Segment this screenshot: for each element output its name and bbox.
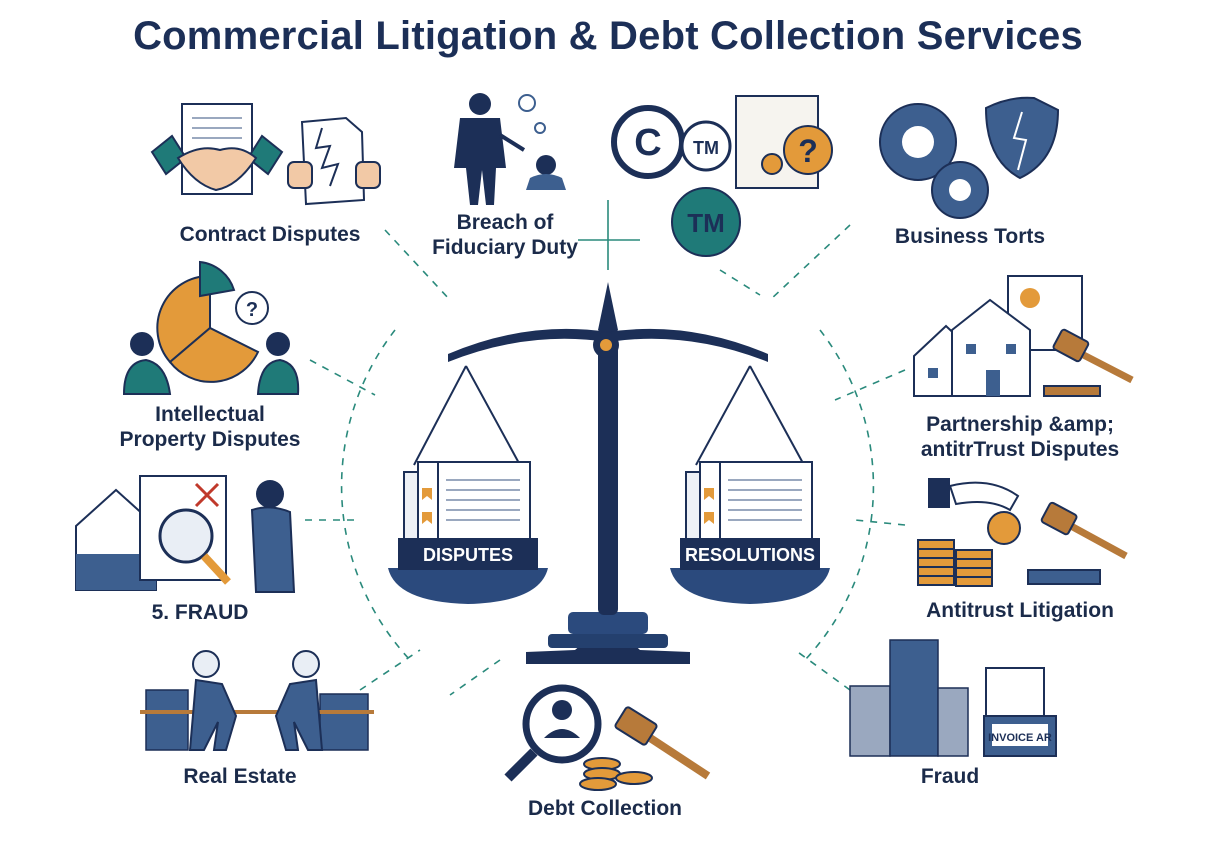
tug-of-war-icon	[140, 650, 374, 751]
fraud-text: Fraud	[920, 765, 980, 788]
handshake-icon	[150, 103, 284, 195]
invoice-text: INVOICE AR	[988, 732, 1052, 744]
houses-gavel-icon	[913, 275, 1134, 397]
disputes-pan-label: DISPUTES	[423, 545, 513, 565]
resolutions-pan-label: RESOLUTIONS	[685, 545, 815, 565]
ip-line1: Intellectual	[155, 403, 265, 426]
business-torts-text: Business Torts	[894, 225, 1046, 248]
fiduciary-line1: Breach of	[456, 211, 554, 234]
connector-dashes	[305, 224, 906, 696]
house-magnifier-icon	[75, 475, 296, 593]
right-pan-band	[680, 538, 820, 570]
real-estate-text: Real Estate	[183, 765, 297, 788]
question-small-text: ?	[246, 299, 258, 321]
ip-disputes-label: Intellectual Property Disputes	[100, 402, 320, 452]
antitrust-litigation-label: Antitrust Litigation	[910, 598, 1130, 623]
crosshair	[578, 200, 640, 270]
ip-line2: Property Disputes	[119, 428, 301, 451]
debt-collection-label: Debt Collection	[500, 796, 710, 821]
torn-contract-icon	[287, 116, 381, 206]
partnership-line1: Partnership &amp;	[926, 413, 1114, 436]
contract-disputes-text: Contract Disputes	[179, 223, 361, 246]
antitrust-litigation-text: Antitrust Litigation	[926, 599, 1114, 622]
fraud-numbered-text: 5. FRAUD	[151, 601, 249, 624]
debt-collection-text: Debt Collection	[527, 797, 682, 820]
fiduciary-duty-label: Breach of Fiduciary Duty	[430, 210, 580, 260]
trademark-b-text: TM	[687, 208, 725, 238]
scales-of-justice-icon: DISPUTES RESOLUTIONS	[388, 282, 830, 664]
magnifier-coins-gavel-icon	[504, 684, 711, 791]
fraud-numbered-label: 5. FRAUD	[130, 600, 270, 625]
page-title: Commercial Litigation & Debt Collection …	[133, 14, 1083, 58]
businessman-icon	[454, 93, 566, 205]
fiduciary-line2: Fiduciary Duty	[432, 236, 578, 259]
fraud-label: Fraud	[890, 764, 1010, 789]
contract-disputes-label: Contract Disputes	[170, 222, 370, 247]
trademark-a-text: TM	[693, 138, 719, 158]
partnership-line2: antitrTrust Disputes	[920, 438, 1120, 461]
question-mark-text: ?	[798, 133, 818, 169]
partnership-disputes-label: Partnership &amp; antitrTrust Disputes	[900, 412, 1140, 462]
coins-gavel-icon	[917, 478, 1128, 587]
pie-chart-people-icon: ?	[122, 260, 300, 395]
copyright-c-text: C	[634, 122, 661, 164]
left-pan-band	[398, 538, 538, 570]
buildings-invoice-icon: INVOICE AR	[849, 639, 1057, 757]
business-torts-label: Business Torts	[880, 224, 1060, 249]
real-estate-label: Real Estate	[160, 764, 320, 789]
gears-shield-icon	[879, 96, 1060, 219]
copyright-trademark-icon: C TM TM ?	[611, 95, 833, 257]
